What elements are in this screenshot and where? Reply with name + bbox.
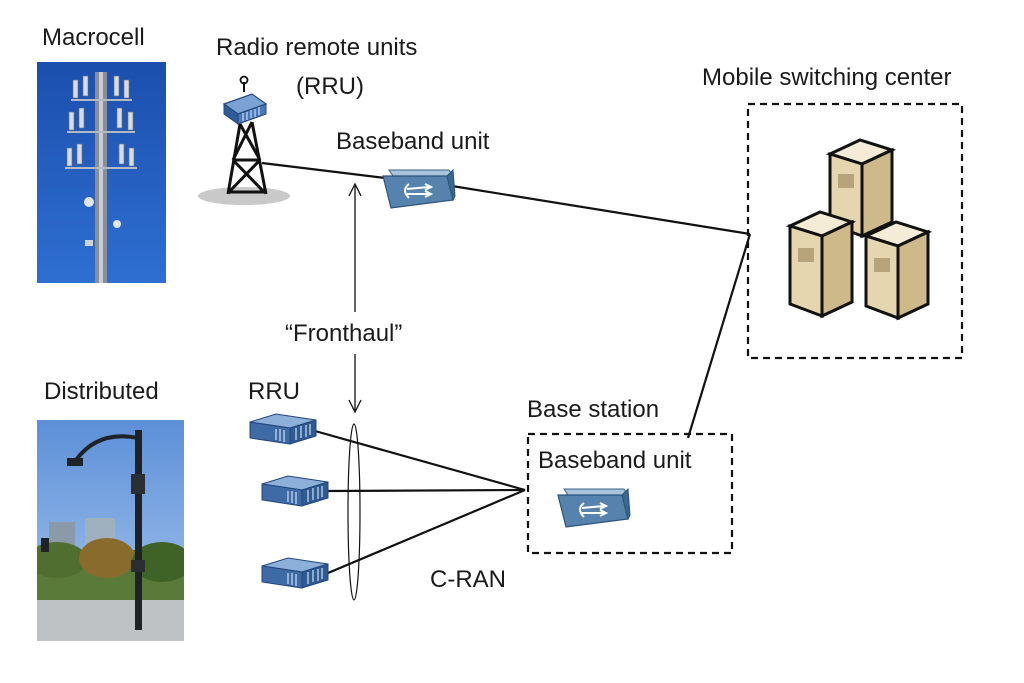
- link-rru-to-baseband: [261, 161, 386, 180]
- rru-box-icon: [261, 475, 329, 507]
- macrocell-label: Macrocell: [42, 24, 145, 51]
- rru-title-label: Radio remote units: [216, 34, 418, 61]
- msc-label: Mobile switching center: [702, 64, 952, 91]
- link-rru2-to-cran: [327, 488, 526, 493]
- link-rru3-to-cran: [327, 488, 526, 575]
- baseband-unit-icon: [557, 487, 631, 528]
- rru-label: RRU: [248, 378, 300, 405]
- rru-tower-icon: [198, 75, 290, 205]
- street-light-photo: [37, 420, 184, 641]
- cell-tower-photo: [37, 62, 166, 283]
- rru-box-icon: [249, 413, 317, 445]
- server-cluster-icon: [785, 138, 933, 321]
- rru-box-icon: [261, 557, 329, 589]
- distributed-label: Distributed: [44, 378, 159, 405]
- baseband-bottom-label: Baseband unit: [538, 447, 692, 474]
- base-station-box: [526, 432, 734, 555]
- baseband-top-label: Baseband unit: [336, 128, 490, 155]
- fronthaul-arrow: [348, 182, 362, 414]
- link-basestation-to-msc: [686, 233, 752, 439]
- baseband-unit-icon: [382, 168, 456, 209]
- base-station-label: Base station: [527, 396, 660, 423]
- cran-label: C-RAN: [430, 566, 506, 593]
- rru-title-abbrev: (RRU): [296, 73, 364, 100]
- link-rru1-to-cran: [314, 429, 526, 492]
- msc-box: [746, 102, 964, 360]
- fronthaul-label: “Fronthaul”: [285, 320, 403, 347]
- fronthaul-ellipse: [347, 423, 361, 601]
- link-baseband-to-msc: [451, 184, 751, 236]
